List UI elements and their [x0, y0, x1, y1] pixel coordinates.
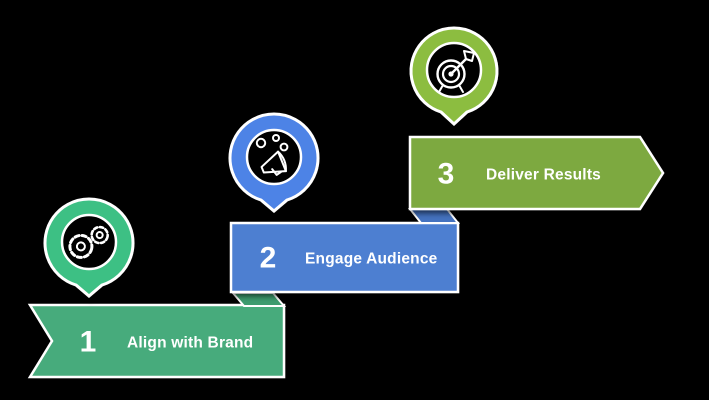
step-pin-1 — [43, 197, 135, 298]
step-banner-2 — [229, 221, 460, 294]
step-label-2: Engage Audience — [305, 251, 438, 268]
step-pin-3 — [409, 26, 499, 127]
step-pin-2 — [228, 112, 320, 213]
target-dart-icon — [436, 50, 475, 93]
gears-icon — [68, 225, 109, 259]
step-label-3: Deliver Results — [486, 167, 601, 184]
step-banner-3 — [408, 135, 665, 211]
step-number-3: 3 — [438, 158, 455, 191]
step-number-1: 1 — [80, 326, 97, 359]
step-label-1: Align with Brand — [127, 335, 253, 352]
step-number-2: 2 — [260, 242, 277, 275]
step-fold-2-3 — [407, 208, 461, 224]
step-banner-1 — [27, 303, 286, 379]
megaphone-icon — [255, 134, 289, 176]
pin-badge-circle — [245, 128, 303, 186]
